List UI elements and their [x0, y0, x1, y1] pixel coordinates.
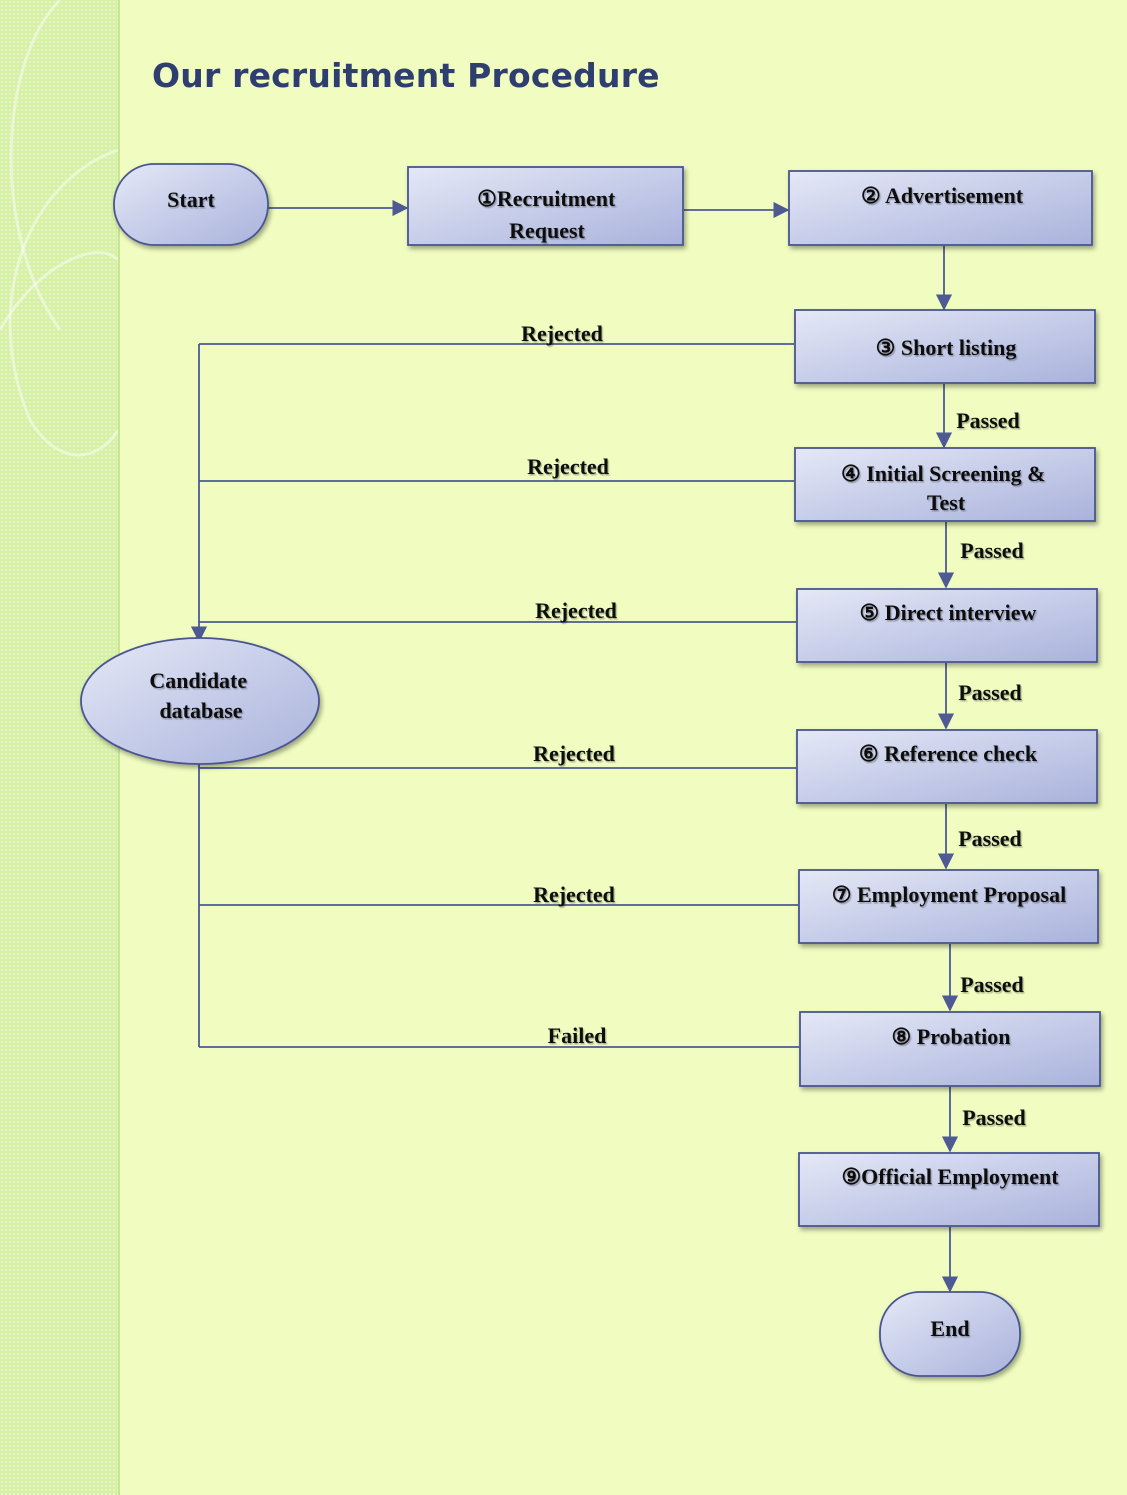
direct-interview-label: ⑤ Direct interview [860, 600, 1037, 625]
end-label: End [930, 1316, 969, 1341]
page-title: Our recruitment Procedure [152, 56, 660, 95]
passed-label-1: Passed [956, 408, 1020, 433]
start-terminal [113, 163, 269, 246]
failed-label-probation: Failed [548, 1023, 607, 1048]
passed-label-6: Passed [962, 1105, 1026, 1130]
rejected-label-screening: Rejected [527, 454, 609, 479]
employment-proposal-box [798, 869, 1099, 944]
passed-label-3: Passed [958, 680, 1022, 705]
advertisement-label: ② Advertisement [861, 183, 1024, 208]
direct-interview-box [796, 588, 1098, 663]
recruitment-request-box [407, 166, 684, 246]
official-employment-label: ⑨Official Employment [841, 1164, 1059, 1189]
rejected-label-interview: Rejected [535, 598, 617, 623]
end-terminal [879, 1291, 1021, 1377]
advertisement-box [788, 170, 1093, 246]
employment-proposal-label: ⑦ Employment Proposal [832, 882, 1066, 907]
probation-label: ⑧ Probation [892, 1024, 1011, 1049]
reference-check-label: ⑥ Reference check [859, 741, 1038, 766]
short-listing-label: ③ Short listing [876, 335, 1017, 360]
initial-screening-box [794, 447, 1096, 522]
rejected-label-proposal: Rejected [533, 882, 615, 907]
probation-box [799, 1011, 1101, 1087]
candidate-database-node [80, 637, 320, 765]
decorative-sidebar [0, 0, 120, 1495]
recruitment-request-label: ①Recruitment Request [477, 186, 621, 243]
rejected-label-shortlisting: Rejected [521, 321, 603, 346]
official-employment-box [798, 1152, 1100, 1227]
passed-label-4: Passed [958, 826, 1022, 851]
initial-screening-label: ④ Initial Screening & Test [841, 461, 1051, 515]
passed-label-2: Passed [960, 538, 1024, 563]
short-listing-box [794, 309, 1096, 384]
passed-label-5: Passed [960, 972, 1024, 997]
reference-check-box [796, 729, 1098, 804]
rejected-label-reference: Rejected [533, 741, 615, 766]
candidate-database-label: Candidate database [149, 668, 252, 723]
decorative-swirl-icon [0, 0, 120, 457]
start-label: Start [167, 187, 215, 212]
